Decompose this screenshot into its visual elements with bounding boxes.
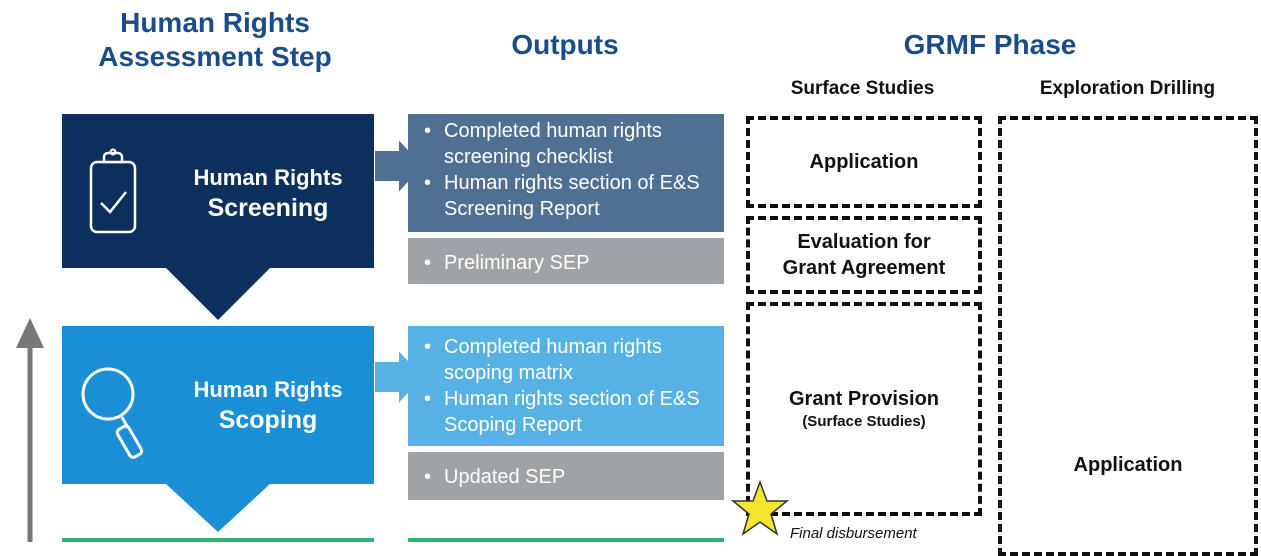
phase-column-header: GRMF Phase <box>903 29 1077 60</box>
grant-provision-label: Grant Provision <box>788 388 940 410</box>
step-header-line1: Human Rights <box>120 7 310 38</box>
upward-arrow <box>16 318 44 542</box>
clipboard-icon <box>89 148 137 234</box>
evaluation-label-line2: Grant Agreement <box>782 257 946 279</box>
outputs-column-header: Outputs <box>511 29 619 60</box>
screening-output-item: Human rights section of E&S Screening Re… <box>408 170 724 222</box>
updated-sep-box: Updated SEP <box>408 452 724 500</box>
application-phase-box: Application <box>746 116 982 208</box>
evaluation-phase-box: Evaluation for Grant Agreement <box>746 216 982 294</box>
scoping-title-line2: Scoping <box>218 406 318 434</box>
screening-outputs-box: Completed human rights screening checkli… <box>408 114 724 232</box>
magnifier-icon <box>81 367 144 459</box>
application-phase-label: Application <box>809 151 919 173</box>
screening-output-item: Completed human rights screening checkli… <box>408 118 724 170</box>
preliminary-sep-item: Preliminary SEP <box>408 250 724 276</box>
grant-provision-phase-box: Grant Provision (Surface Studies) <box>746 302 982 516</box>
screening-title-line2: Screening <box>207 194 329 222</box>
evaluation-label-line1: Evaluation for <box>797 231 931 253</box>
next-output-strip <box>408 538 724 542</box>
step-column-header: Human Rights Assessment Step <box>60 6 370 74</box>
screening-title-line1: Human Rights <box>193 165 343 190</box>
surface-studies-header: Surface Studies <box>790 78 935 99</box>
updated-sep-item: Updated SEP <box>408 464 724 490</box>
preliminary-sep-box: Preliminary SEP <box>408 238 724 284</box>
screening-down-arrow <box>166 268 270 320</box>
scoping-output-item: Human rights section of E&S Scoping Repo… <box>408 386 724 438</box>
drilling-application-phase-box: Application <box>998 116 1258 556</box>
scoping-outputs-box: Completed human rights scoping matrix Hu… <box>408 326 724 446</box>
final-disbursement-note: Final disbursement <box>790 525 917 542</box>
grant-provision-sublabel: (Surface Studies) <box>802 413 926 430</box>
scoping-output-item: Completed human rights scoping matrix <box>408 334 724 386</box>
scoping-title-line1: Human Rights <box>193 377 343 402</box>
scoping-step-box: Human Rights Scoping <box>62 326 374 484</box>
next-step-strip <box>62 538 374 542</box>
drilling-application-label: Application <box>1073 454 1183 476</box>
scoping-down-arrow <box>166 484 270 532</box>
step-header-line2: Assessment Step <box>98 41 332 72</box>
exploration-drilling-header: Exploration Drilling <box>1039 78 1216 99</box>
star-icon <box>730 480 790 536</box>
screening-step-box: Human Rights Screening <box>62 114 374 268</box>
